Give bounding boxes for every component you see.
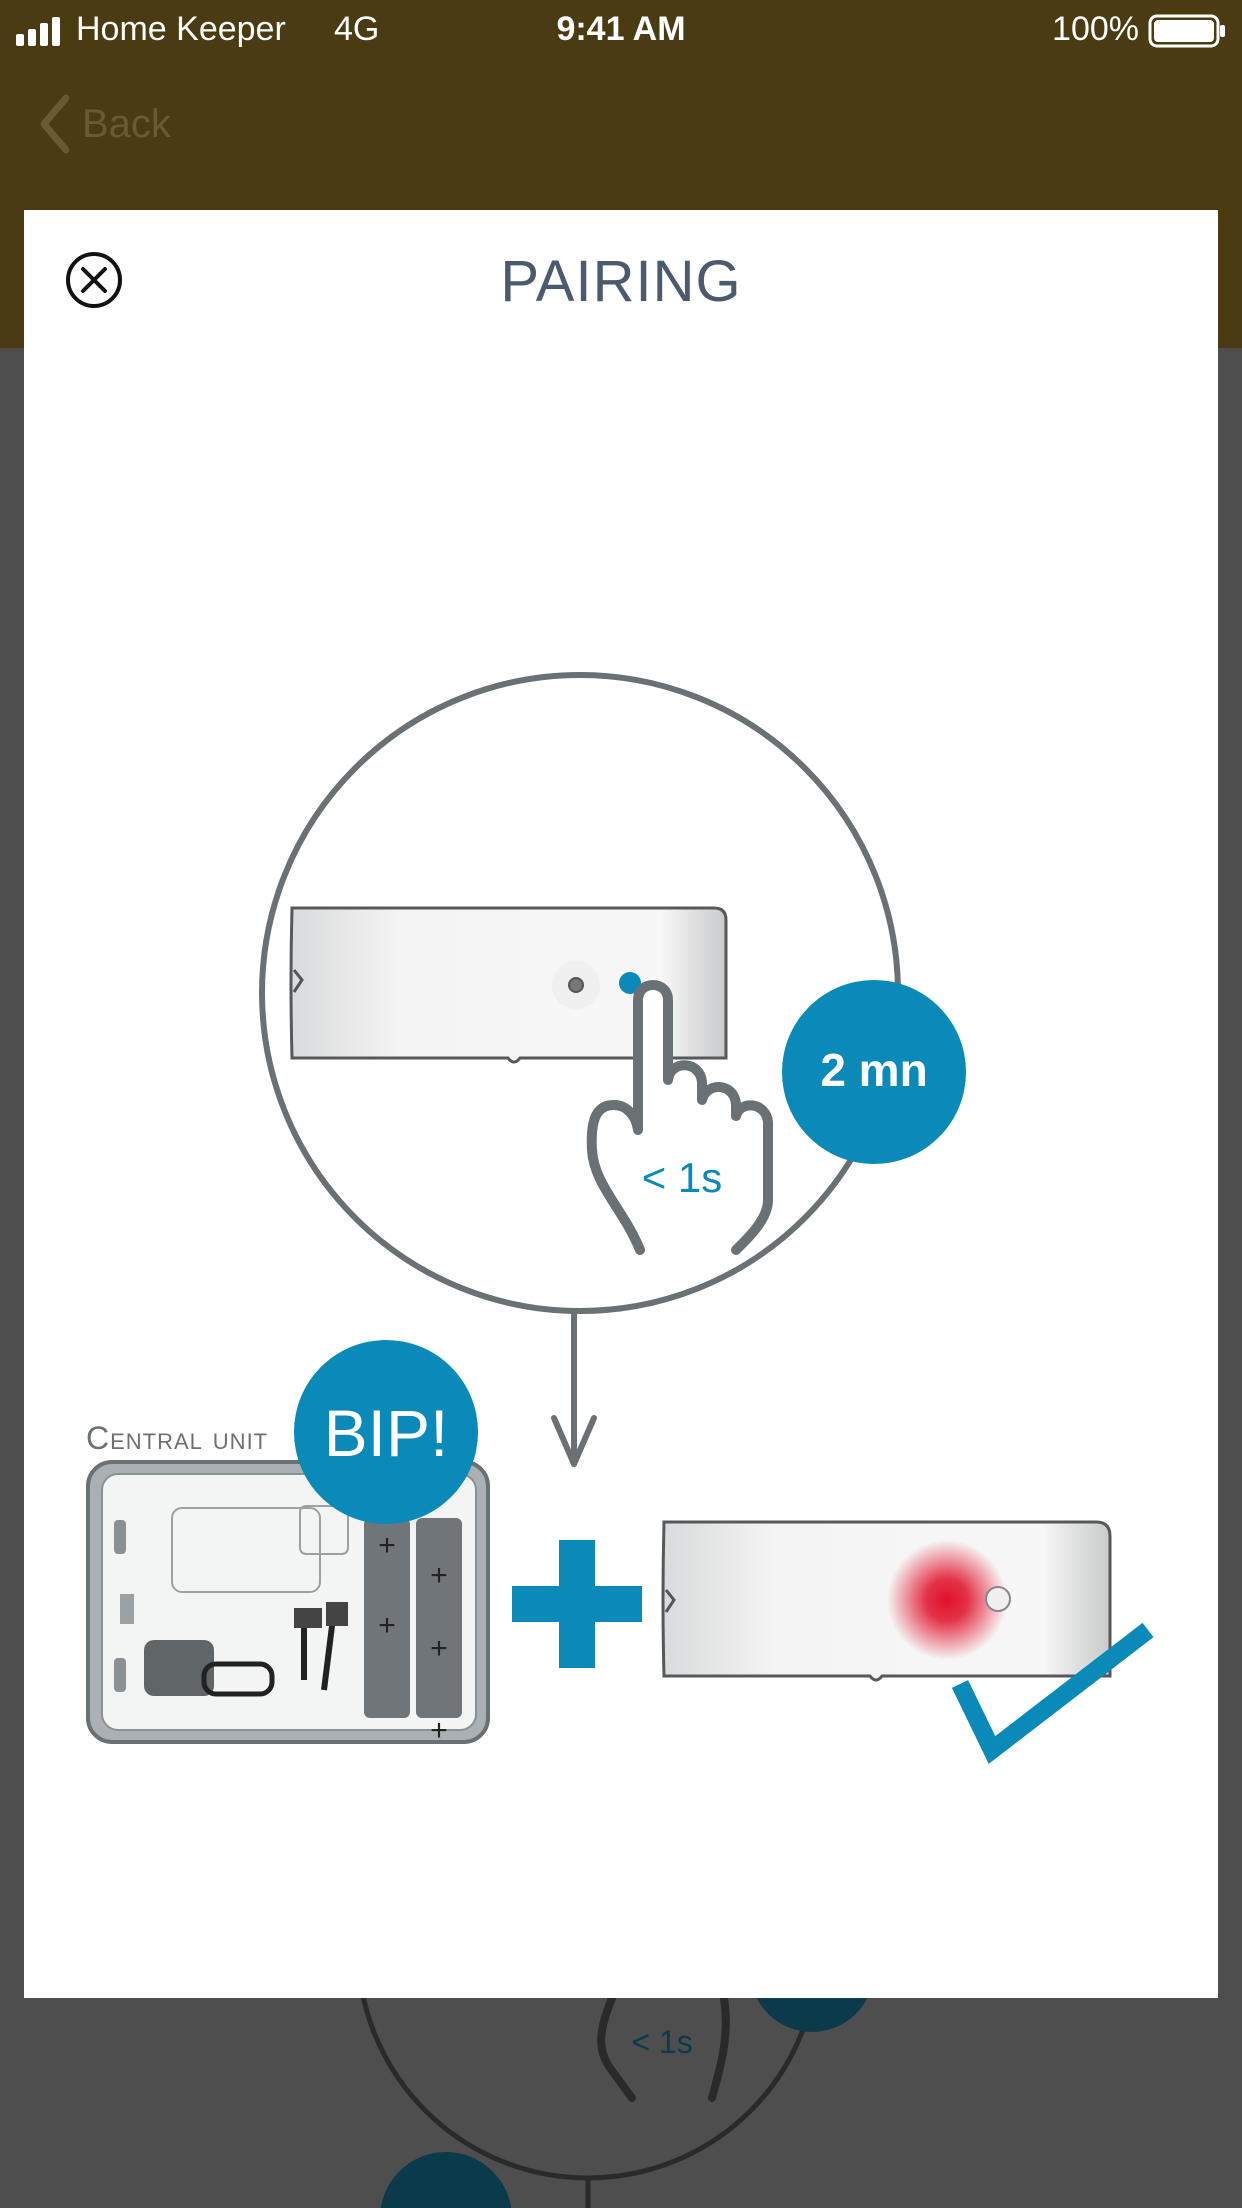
modal-title: PAIRING [500, 249, 742, 314]
svg-text:+: + [430, 1714, 448, 1747]
svg-text:+: + [378, 1529, 396, 1562]
svg-text:+: + [378, 1609, 396, 1642]
timer-badge: 2 mn [782, 980, 966, 1164]
pairing-modal: PAIRING [24, 210, 1218, 1998]
pointing-hand-icon [586, 980, 773, 1255]
beep-badge-label: BIP! [324, 1396, 449, 1470]
red-led-glow [887, 1540, 1007, 1660]
back-button[interactable]: Back [38, 94, 171, 154]
press-duration-label: < 1s [642, 1154, 723, 1201]
svg-text:+: + [430, 1559, 448, 1592]
background-duration: < 1s [631, 2024, 692, 2060]
sensor-device-paired [661, 1520, 1112, 1682]
back-label: Back [82, 101, 171, 146]
battery-icon [1148, 14, 1225, 48]
pairing-illustration: < 1s 2 mn Central unit [86, 672, 1154, 1764]
arrow-down-icon [551, 1308, 597, 1467]
checkmark-icon [951, 1622, 1154, 1764]
close-icon[interactable] [64, 250, 124, 310]
sensor-device-top [289, 906, 728, 1064]
timer-badge-label: 2 mn [820, 1044, 927, 1096]
beep-badge: BIP! [294, 1340, 478, 1524]
network-type: 4G [334, 10, 380, 48]
central-unit-label: Central unit [86, 1420, 268, 1456]
pairing-button-dot [619, 972, 641, 994]
clock: 9:41 AM [556, 10, 686, 48]
plus-icon [512, 1540, 642, 1668]
chevron-left-icon [40, 94, 70, 154]
battery-percent: 100% [1052, 10, 1139, 48]
signal-icon [16, 17, 60, 46]
carrier-name: Home Keeper [76, 10, 286, 48]
status-bar: Home Keeper 4G 9:41 AM 100% [0, 0, 1242, 62]
svg-text:+: + [430, 1632, 448, 1665]
central-unit-device: + + + + + [86, 1460, 490, 1747]
